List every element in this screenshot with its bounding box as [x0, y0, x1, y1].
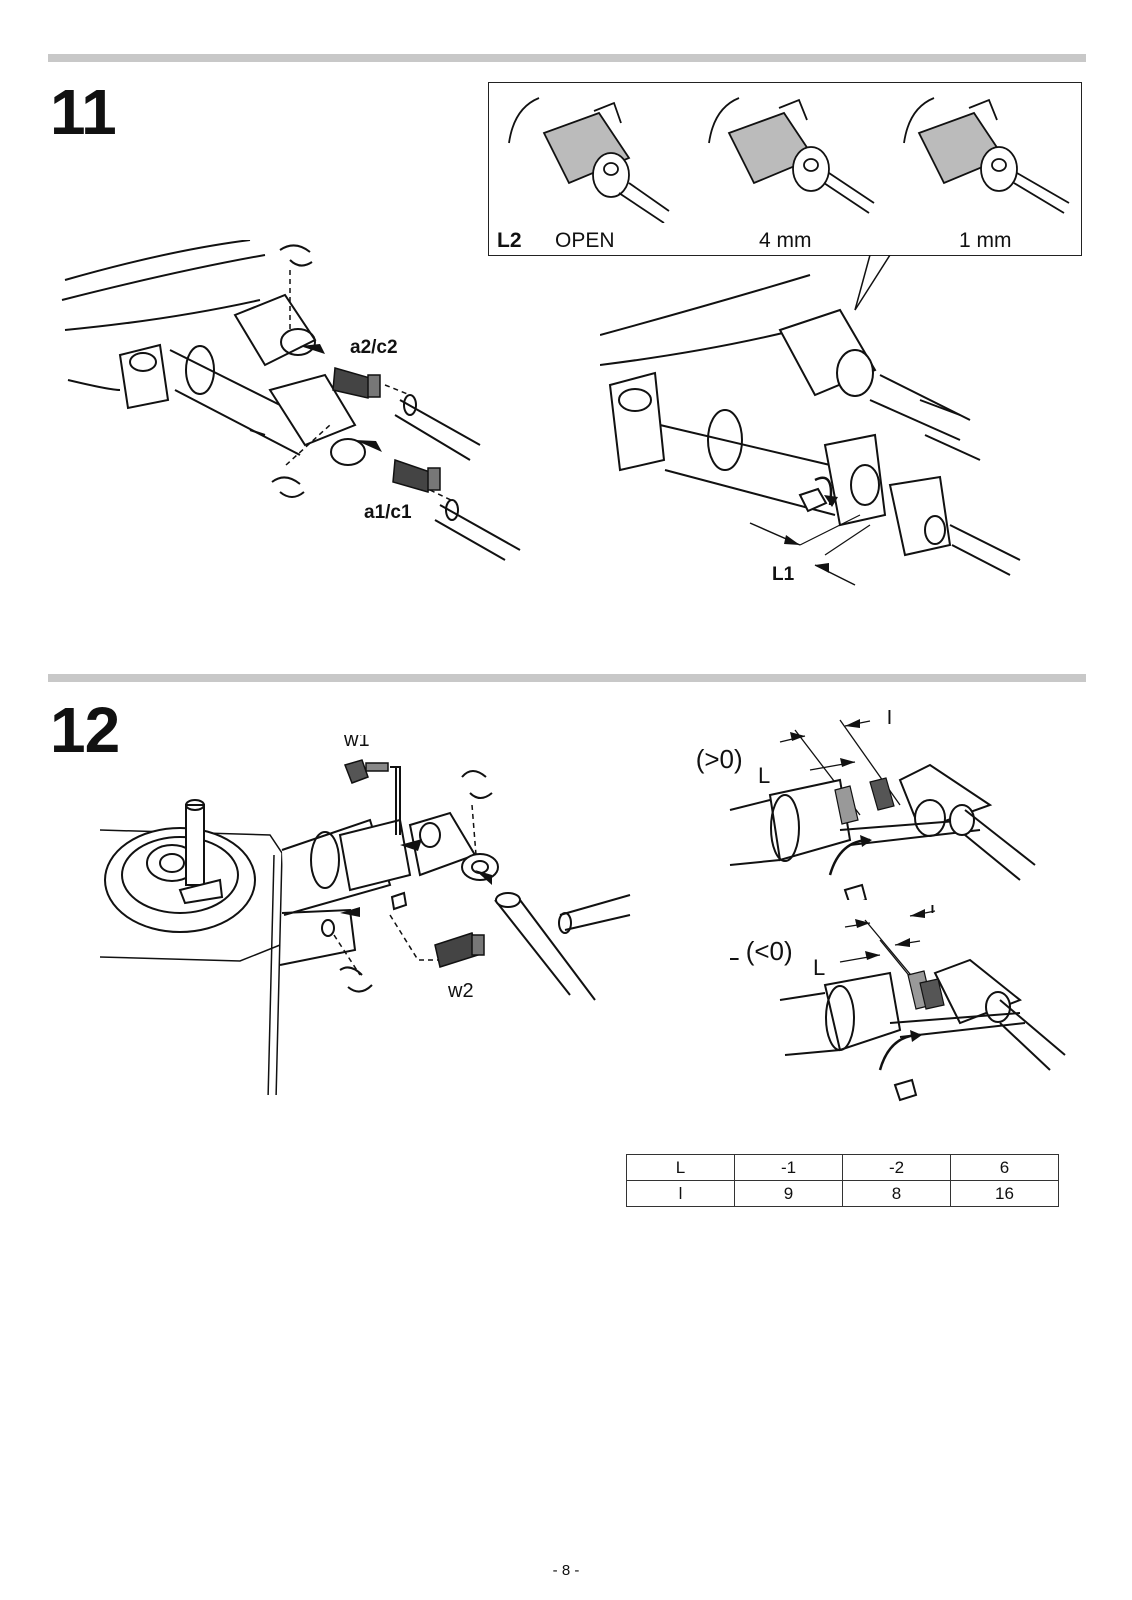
table-cell: -2	[842, 1154, 951, 1181]
table-cell: 8	[842, 1180, 951, 1207]
step12-headshell-illustration: w1 w2	[100, 735, 631, 1095]
label-l1: L1	[772, 564, 795, 585]
page-number: - 8 -	[552, 1562, 580, 1579]
label-l-positive: L (>0)	[690, 744, 743, 774]
section-divider-11	[48, 54, 1086, 62]
step-number-11: 11	[50, 76, 117, 148]
table-row: L -1 -2 6	[626, 1154, 1059, 1181]
section-divider-12	[48, 674, 1086, 682]
step12-l-negative-illustration: l L (<0) L	[730, 905, 1066, 1102]
label-w2: w2	[447, 980, 474, 1002]
label-L-2: L	[813, 955, 825, 980]
l-value-table: L -1 -2 6 l 9 8 16	[626, 1154, 1059, 1207]
label-L-1: L	[758, 763, 770, 788]
label-open: OPEN	[555, 229, 615, 252]
table-cell: L	[626, 1154, 735, 1181]
table-cell: l	[626, 1180, 735, 1207]
label-w1: w1	[343, 735, 370, 751]
table-cell: 16	[950, 1180, 1059, 1207]
label-a2c2: a2/c2	[350, 337, 398, 358]
step-number-12: 12	[50, 694, 120, 766]
table-cell: -1	[734, 1154, 843, 1181]
table-cell: 9	[734, 1180, 843, 1207]
l2-stage-illustrations	[508, 97, 1070, 223]
label-l-negative: L (<0)	[730, 936, 793, 966]
step12-l-positive-illustration: l L (>0) L	[690, 710, 1036, 900]
label-1mm: 1 mm	[959, 229, 1012, 252]
step11-l1-adjust-illustration: L1	[600, 255, 1021, 586]
l2-inset-box: L2 OPEN 4 mm 1 mm	[488, 82, 1082, 256]
label-l2: L2	[497, 229, 522, 252]
step11-connection-illustration: a2/c2 a1/c1	[61, 240, 521, 561]
table-row: l 9 8 16	[626, 1180, 1059, 1207]
label-4mm: 4 mm	[759, 229, 812, 252]
label-a1c1: a1/c1	[364, 502, 412, 523]
table-cell: 6	[950, 1154, 1059, 1181]
label-l-small-1: l	[887, 710, 892, 729]
label-l-small-2: l	[930, 905, 935, 918]
